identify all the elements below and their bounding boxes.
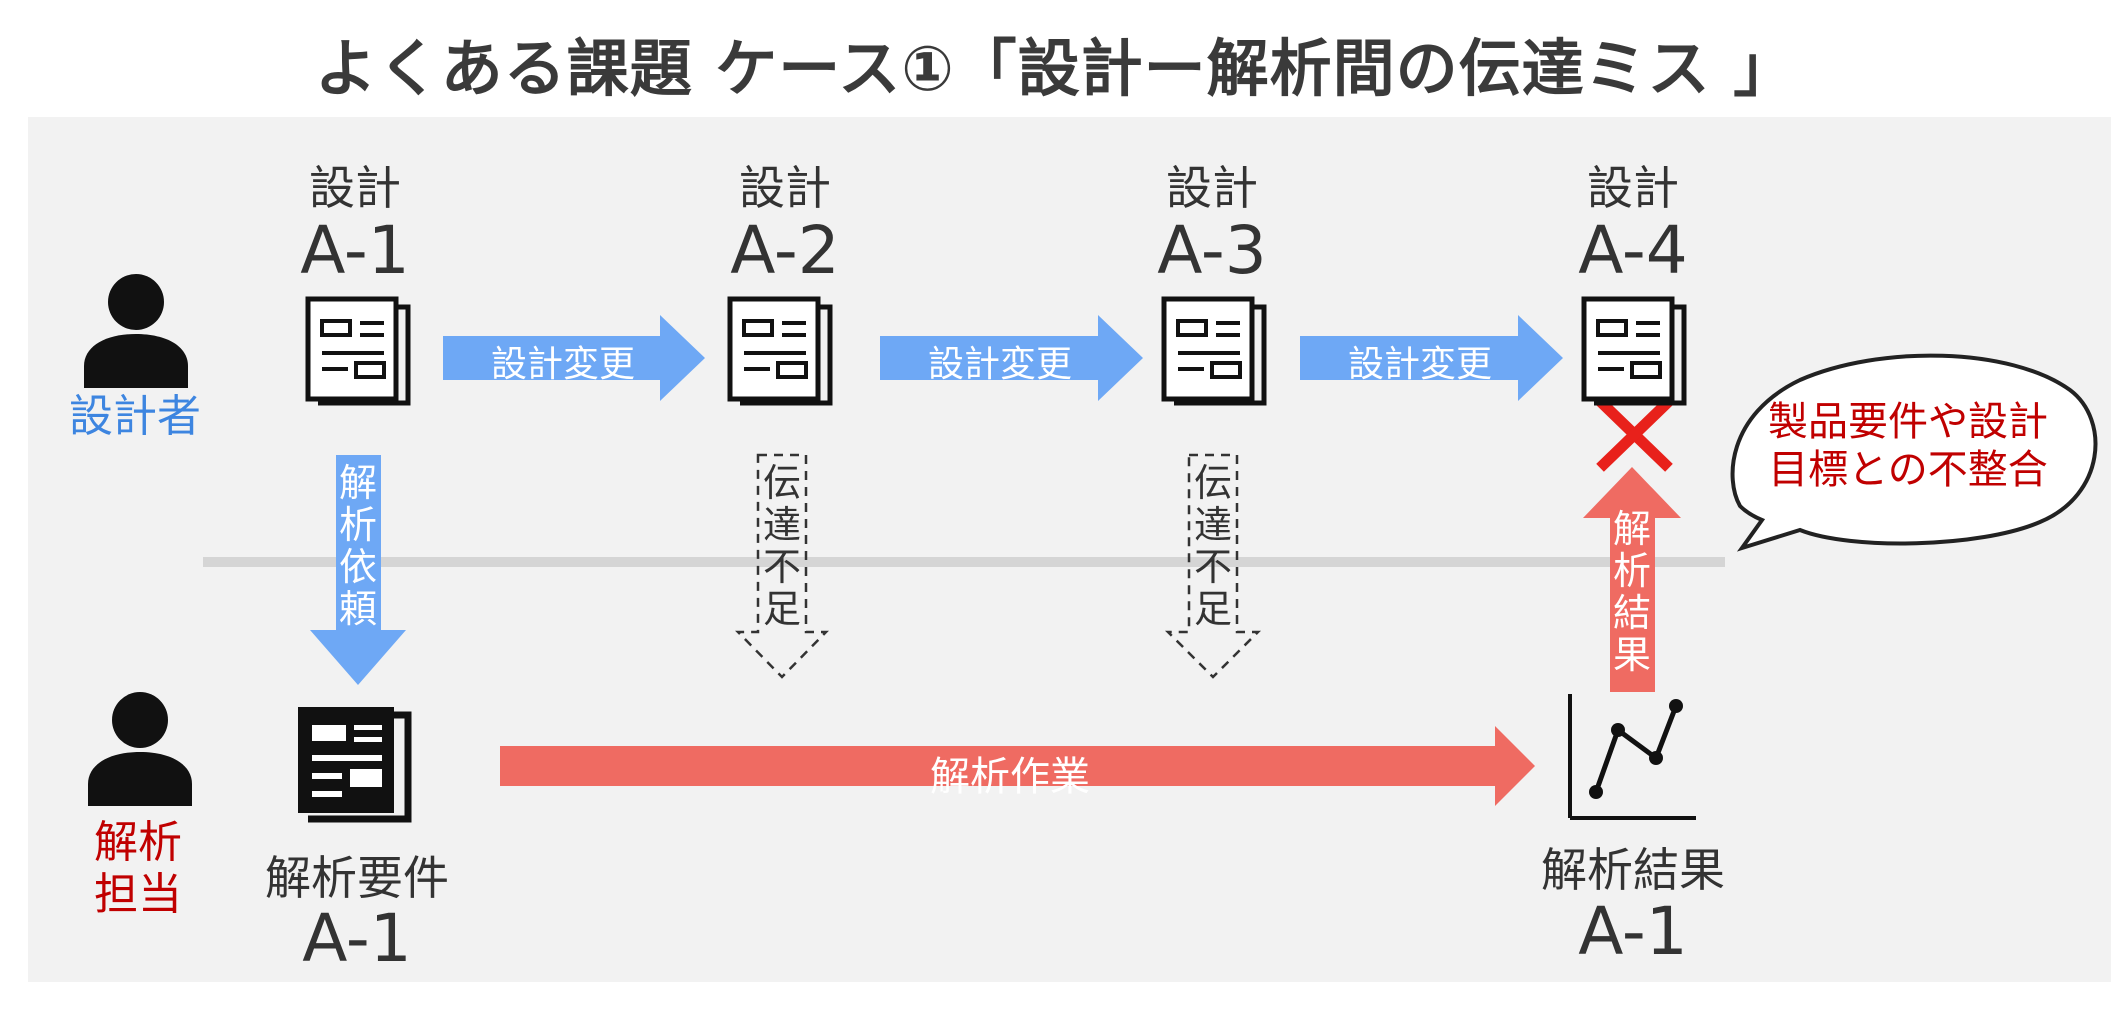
change-arrow-2 (880, 315, 1143, 401)
bubble-text-line2: 目標との不整合 (1768, 447, 2048, 493)
design-doc-1-label: 設計 (309, 161, 401, 215)
design-doc-3-icon (1161, 296, 1267, 406)
requirements-id: A-1 (302, 900, 412, 977)
gap-arrow-1-label: 伝 達 不 足 (762, 461, 801, 631)
speech-bubble (1730, 353, 2098, 552)
design-doc-1-icon (305, 296, 411, 406)
designer-person-icon (84, 274, 188, 388)
result-chart-icon (1568, 694, 1696, 820)
bubble-text: 製品要件や設計 目標との不整合 (1743, 398, 2073, 494)
mismatch-cross-icon (1596, 397, 1673, 472)
results-label: 解析結果 (1541, 843, 1725, 897)
request-arrow (310, 455, 406, 685)
gap-arrow-1 (735, 453, 829, 679)
designer-role-label: 設計者 (69, 391, 201, 442)
requirements-doc-icon (298, 707, 412, 823)
gap-arrow-2-label: 伝 達 不 足 (1193, 461, 1232, 631)
analyst-person-icon (88, 692, 192, 806)
request-arrow-label: 解 析 依 頼 (338, 461, 377, 631)
change-arrow-2-label: 設計変更 (927, 344, 1072, 385)
results-id: A-1 (1578, 893, 1688, 970)
analysis-work-arrow (500, 726, 1535, 806)
design-doc-2-id: A-2 (730, 212, 840, 289)
analyst-role-label-line1: 解析 (94, 817, 182, 868)
change-arrow-1-label: 設計変更 (490, 344, 635, 385)
change-arrow-3 (1300, 315, 1563, 401)
design-doc-2-label: 設計 (739, 161, 831, 215)
requirements-label: 解析要件 (265, 851, 449, 905)
analysis-work-label: 解析作業 (930, 754, 1090, 800)
design-doc-3-label: 設計 (1166, 161, 1258, 215)
bubble-text-line1: 製品要件や設計 (1768, 399, 2048, 445)
design-doc-4-id: A-4 (1578, 212, 1688, 289)
design-doc-4-icon (1581, 296, 1687, 406)
page-title: よくある課題 ケース①「設計ー解析間の伝達ミス 」 (314, 32, 1797, 105)
design-doc-2-icon (727, 296, 833, 406)
change-arrow-3-label: 設計変更 (1347, 344, 1492, 385)
analyst-role-label-line2: 担当 (94, 869, 182, 920)
change-arrow-1 (443, 315, 705, 401)
design-doc-3-id: A-3 (1157, 212, 1267, 289)
design-doc-1-id: A-1 (300, 212, 410, 289)
result-arrow (1583, 467, 1681, 692)
gap-arrow-2 (1164, 453, 1262, 679)
design-doc-4-label: 設計 (1587, 161, 1679, 215)
result-arrow-label: 解 析 結 果 (1612, 507, 1651, 677)
